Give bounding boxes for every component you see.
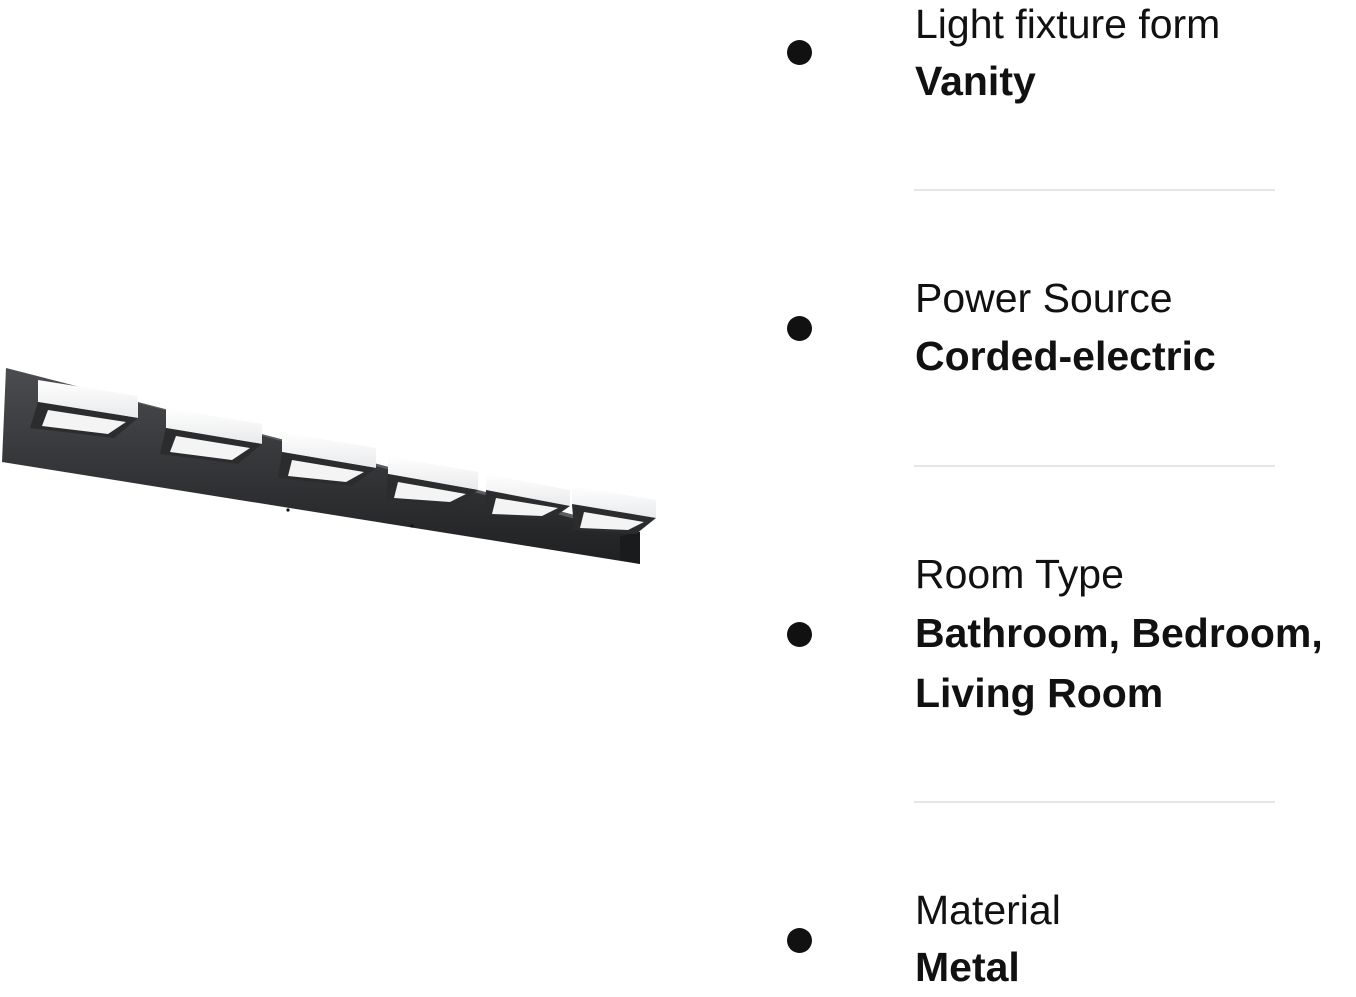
divider — [914, 801, 1275, 803]
spec-value: Bathroom, Bedroom, — [915, 610, 1323, 656]
light-shade-4 — [386, 456, 478, 506]
spec-label: Light fixture form — [915, 1, 1221, 47]
bullet-icon — [787, 316, 812, 341]
light-shade-1 — [30, 380, 138, 438]
light-shade-5 — [484, 474, 570, 520]
spec-value: Metal — [915, 944, 1020, 990]
spec-value: Vanity — [915, 58, 1036, 104]
bullet-icon — [787, 622, 812, 647]
light-shade-6 — [572, 486, 656, 534]
divider — [914, 465, 1275, 467]
vanity-light-fixture-image — [2, 368, 656, 564]
fixture-backplate-end — [620, 532, 640, 564]
light-shade-3 — [278, 432, 376, 486]
mounting-screw — [286, 508, 290, 512]
divider — [914, 189, 1275, 191]
mounting-screw — [410, 524, 414, 528]
spec-label: Material — [915, 887, 1061, 933]
spec-label: Room Type — [915, 551, 1124, 597]
bullet-icon — [787, 928, 812, 953]
bullet-icon — [787, 40, 812, 65]
spec-value: Corded-electric — [915, 333, 1216, 379]
spec-value: Living Room — [915, 670, 1164, 716]
light-shade-2 — [160, 408, 262, 464]
spec-label: Power Source — [915, 275, 1173, 321]
